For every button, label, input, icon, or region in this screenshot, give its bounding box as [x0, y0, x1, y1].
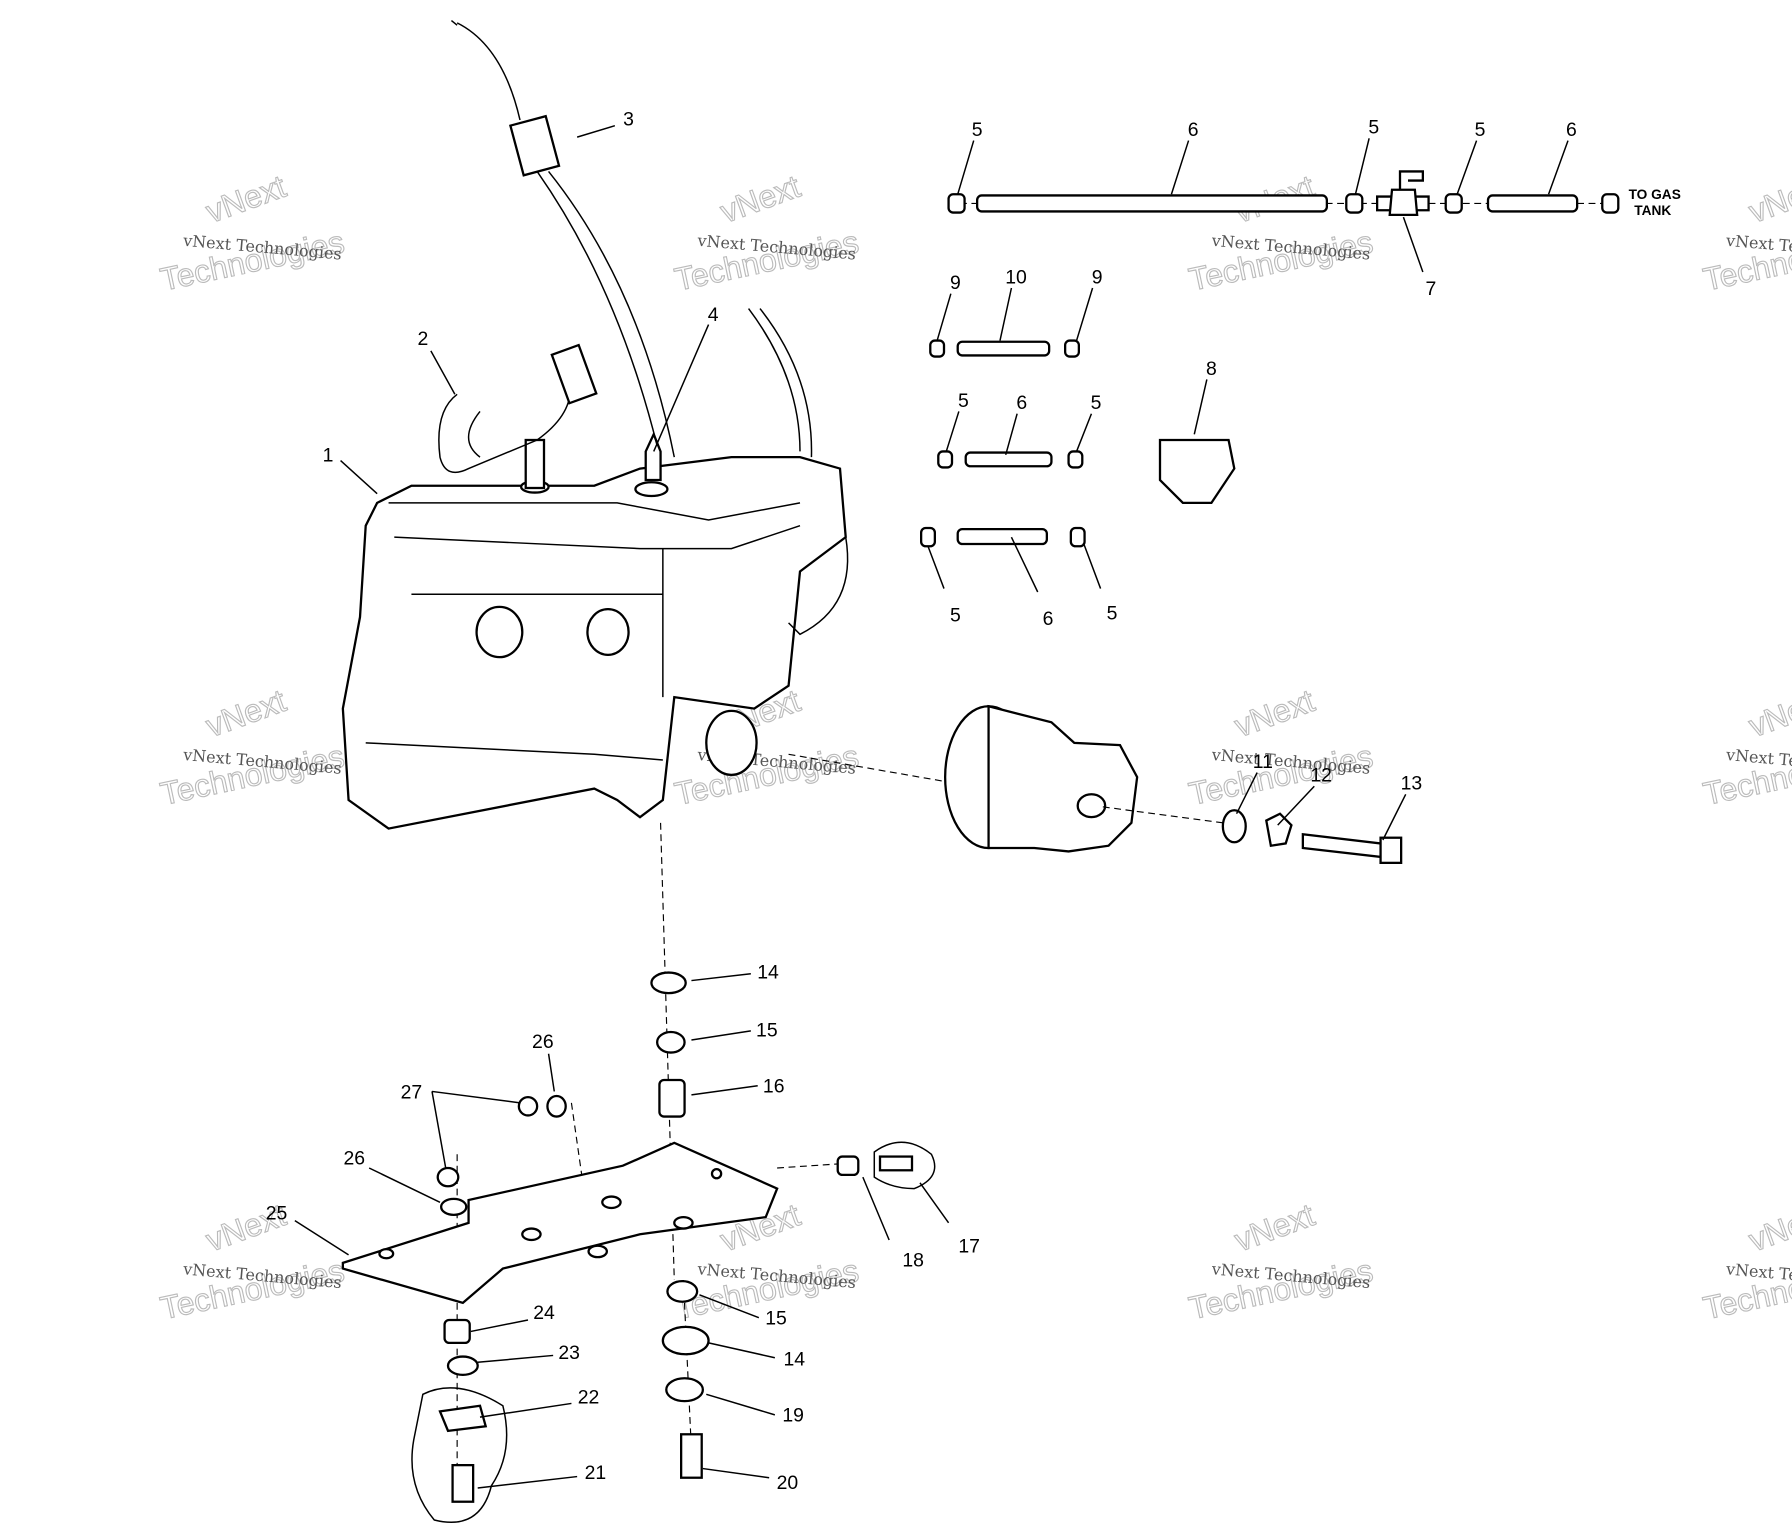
callout-23: 23 [558, 1342, 580, 1364]
fuel-hoses [920, 339, 1236, 548]
callout-21: 21 [585, 1462, 607, 1484]
callout-12: 12 [1310, 765, 1332, 787]
callout-20: 20 [777, 1472, 799, 1494]
callout-13: 13 [1401, 773, 1423, 795]
callout-4: 4 [708, 304, 719, 326]
callout-5: 5 [950, 605, 961, 627]
callout-27: 27 [401, 1081, 423, 1103]
callout-15: 15 [756, 1020, 778, 1042]
callout-6: 6 [1566, 119, 1577, 141]
watermark-large: vNext [1230, 1197, 1319, 1259]
engine [341, 19, 849, 830]
callout-22: 22 [578, 1386, 600, 1408]
callout-16: 16 [763, 1076, 785, 1098]
note-to-gas-tank-line2: TANK [1634, 203, 1671, 218]
callout-3: 3 [623, 109, 634, 131]
callout-26: 26 [532, 1031, 554, 1053]
note-to-gas-tank-line1: TO GAS [1629, 187, 1681, 202]
callout-7: 7 [1425, 278, 1436, 300]
callout-14: 14 [757, 961, 779, 983]
callout-24: 24 [533, 1302, 555, 1324]
callout-6: 6 [1043, 608, 1054, 630]
callout-18: 18 [902, 1249, 924, 1271]
callout-6: 6 [1188, 119, 1199, 141]
callout-10: 10 [1005, 266, 1027, 288]
callout-11: 11 [1253, 751, 1273, 773]
watermark-large: vNext [1744, 1197, 1792, 1259]
watermark-large: vNext [201, 682, 290, 744]
callout-26: 26 [343, 1148, 365, 1170]
callout-1: 1 [323, 445, 334, 467]
fuel-line-top: TO GAS TANK [947, 170, 1681, 218]
callout-2: 2 [417, 328, 428, 350]
callout-25: 25 [266, 1202, 288, 1224]
watermark-large: vNext [1230, 682, 1319, 744]
callout-9: 9 [1092, 266, 1103, 288]
callout-8: 8 [1206, 358, 1217, 380]
callout-5: 5 [972, 119, 983, 141]
callout-numbers: 1 2 3 4 5 6 5 5 6 7 9 10 9 8 5 6 5 5 6 5… [266, 109, 1577, 1494]
watermark-large: vNext [1744, 168, 1792, 230]
callout-5: 5 [1107, 602, 1118, 624]
leader-lines [294, 125, 1569, 1489]
drive-clutch [788, 704, 1241, 853]
mount-stack [341, 822, 936, 1524]
watermark-large: vNext [716, 168, 805, 230]
callout-17: 17 [958, 1236, 980, 1258]
callout-5: 5 [1368, 117, 1379, 139]
callout-15: 15 [765, 1308, 787, 1330]
callout-5: 5 [1475, 119, 1486, 141]
callout-5: 5 [1091, 392, 1102, 414]
callout-14: 14 [783, 1349, 805, 1371]
callout-6: 6 [1016, 392, 1027, 414]
callout-5: 5 [958, 390, 969, 412]
fasteners-clutch [1221, 809, 1403, 864]
watermark-large: vNext [1744, 682, 1792, 744]
callout-9: 9 [950, 272, 961, 294]
callout-19: 19 [782, 1405, 804, 1427]
watermark-large: vNext [201, 168, 290, 230]
